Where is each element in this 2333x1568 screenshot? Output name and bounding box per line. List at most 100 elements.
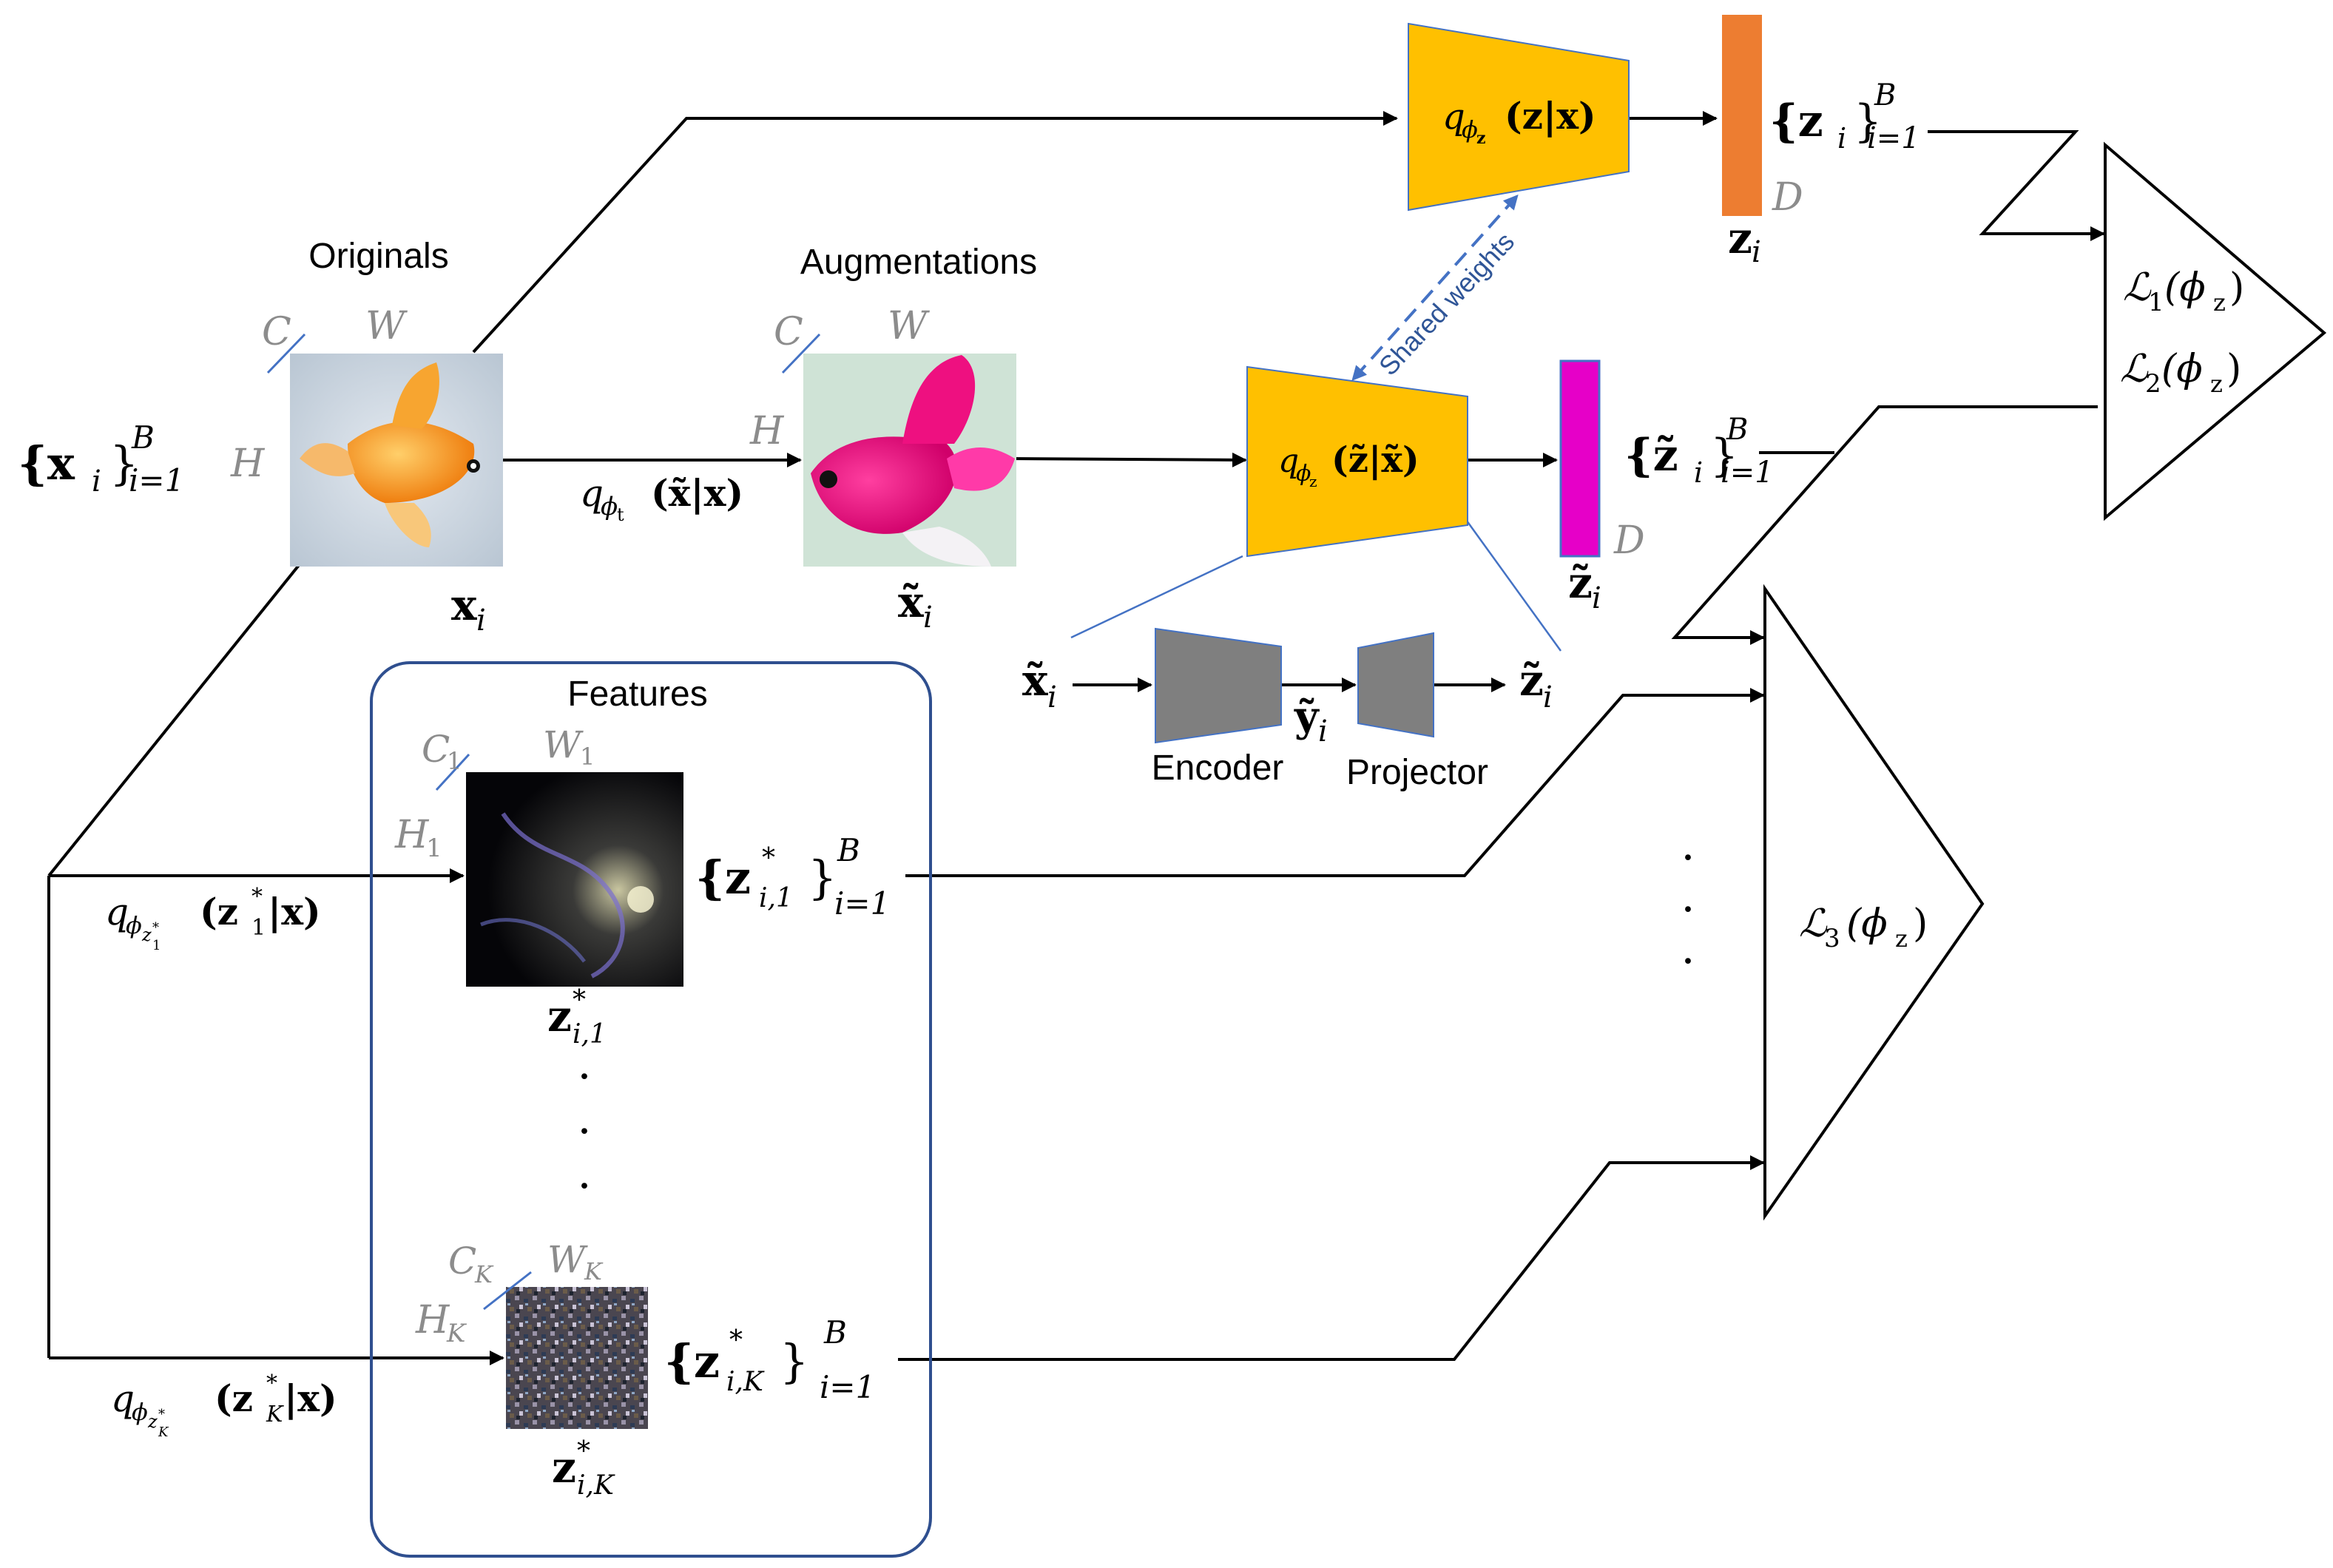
svg-text:q: q (1442, 96, 1465, 138)
svg-text:i: i (1318, 714, 1328, 748)
svg-text:{z̃: {z̃ (1624, 430, 1678, 481)
dim-h: H (230, 442, 266, 486)
svg-text:ϕ: ϕ (132, 1398, 148, 1426)
loss-1-label: ℒ 1 (ϕ z ) (2123, 266, 2244, 317)
svg-text:i: i (923, 601, 933, 635)
svg-text:ϕ: ϕ (126, 911, 142, 939)
svg-text:ỹ: ỹ (1294, 692, 1320, 741)
svg-text:1: 1 (447, 747, 462, 775)
svg-text:ϕ: ϕ (1462, 115, 1478, 143)
svg-text:i,K: i,K (726, 1367, 765, 1397)
loss-12-triangle (2104, 141, 2327, 521)
feature-dot-3: · (577, 1160, 591, 1212)
xi-label: x i (451, 580, 486, 638)
loss-dot-2: · (1681, 884, 1695, 936)
svg-text:(z: (z (215, 1376, 253, 1420)
svg-text:t: t (617, 504, 624, 525)
svg-text:{z: {z (1769, 95, 1823, 147)
loss-dot-1: · (1681, 832, 1695, 884)
svg-text:2: 2 (2145, 369, 2161, 399)
originals-title: Originals (308, 237, 448, 276)
aug-dim-w: W (888, 304, 930, 348)
svg-text:i: i (92, 464, 101, 499)
svg-text:*: * (762, 843, 775, 873)
dim-c: C (262, 310, 291, 354)
featk-dims: C K W K H K (415, 1238, 604, 1348)
feat1-channel-slash (435, 753, 470, 791)
projector-block (1357, 632, 1434, 738)
zi-label: z i (1728, 213, 1761, 269)
augmentation-operator-label: q ϕ t (x̃|x) (580, 471, 743, 525)
svg-text:}: } (808, 851, 837, 905)
svg-text:i: i (1752, 235, 1761, 269)
dim-w: W (365, 304, 408, 348)
svg-text:W: W (543, 723, 584, 766)
svg-text:i: i (1694, 456, 1703, 489)
svg-text:z: z (2213, 288, 2226, 317)
loss-2-label: ℒ 2 (ϕ z ) (2120, 347, 2241, 399)
svg-text:}: } (109, 436, 138, 490)
loss-3-triangle (1763, 584, 1985, 1221)
svg-text:1: 1 (2148, 288, 2164, 317)
svg-text:1: 1 (152, 938, 161, 953)
svg-text:ℒ: ℒ (2123, 266, 2152, 310)
svg-text:z: z (547, 991, 572, 1041)
zt-set-label: {z̃ i } B i=1 (1624, 413, 1774, 490)
svg-text:z̃: z̃ (1568, 558, 1593, 608)
svg-text:C: C (422, 728, 450, 771)
featk-channel-slash (483, 1271, 532, 1311)
svg-text:(z|x): (z|x) (1505, 94, 1596, 138)
svg-text:K: K (266, 1402, 284, 1427)
svg-text:(ϕ: (ϕ (2161, 347, 2203, 391)
svg-text:K: K (584, 1257, 604, 1285)
svg-text:B: B (823, 1314, 847, 1351)
svg-text:x̃: x̃ (898, 577, 924, 627)
feat1-operator-label: q ϕ z * 1 (z * 1 |x) (105, 884, 321, 953)
svg-text:): ) (2226, 347, 2241, 391)
zt-embedding-bar (1559, 359, 1601, 558)
aug-dim-h: H (749, 409, 785, 453)
input-set-label: {x i } B i=1 (18, 419, 184, 499)
svg-text:}: } (1710, 430, 1738, 481)
svg-text:B: B (1874, 78, 1896, 112)
svg-text:i=1: i=1 (1867, 121, 1920, 155)
svg-text:*: * (251, 884, 263, 910)
svg-text:z: z (552, 1442, 576, 1493)
svg-text:K: K (446, 1319, 467, 1348)
svg-text:K: K (158, 1425, 169, 1440)
svg-text:K: K (474, 1260, 494, 1288)
shared-weights-label: Shared weights (1373, 226, 1520, 381)
svg-text:q: q (1278, 442, 1299, 480)
svg-text:|x): |x) (268, 890, 321, 934)
feature-dot-2: · (577, 1106, 591, 1158)
svg-text:*: * (158, 1407, 165, 1422)
svg-text:|x): |x) (284, 1376, 337, 1421)
augmentations-title: Augmentations (800, 243, 1037, 282)
feat1-dims: C 1 W 1 H 1 (394, 723, 595, 863)
z-dim-d: D (1772, 175, 1803, 220)
svg-text:(ϕ: (ϕ (1846, 902, 1888, 946)
svg-text:z: z (1309, 473, 1317, 490)
svg-text:): ) (1913, 902, 1928, 946)
features-box (370, 661, 932, 1558)
zt-dim-d: D (1613, 518, 1645, 563)
svg-text:ϕ: ϕ (1296, 461, 1311, 487)
encoder-middle: q ϕ z (z̃|x̃) (1246, 365, 1468, 558)
svg-text:i: i (1047, 680, 1057, 714)
encoder-label: Encoder (1152, 748, 1284, 788)
svg-text:i,1: i,1 (759, 883, 793, 913)
aug-dim-c: C (774, 310, 803, 354)
svg-text:z: z (1895, 925, 1908, 953)
svg-text:*: * (577, 1436, 590, 1467)
svg-text:1: 1 (580, 743, 595, 771)
svg-text:z: z (141, 925, 152, 945)
svg-text:ϕ: ϕ (601, 492, 618, 521)
svg-text:q: q (580, 472, 604, 515)
featk-label: z * i,K (552, 1436, 615, 1501)
svg-text:C: C (448, 1240, 476, 1283)
svg-text:i: i (1543, 680, 1553, 714)
svg-text:1: 1 (251, 915, 266, 941)
svg-text:q: q (105, 891, 129, 933)
svg-text:*: * (266, 1371, 277, 1396)
